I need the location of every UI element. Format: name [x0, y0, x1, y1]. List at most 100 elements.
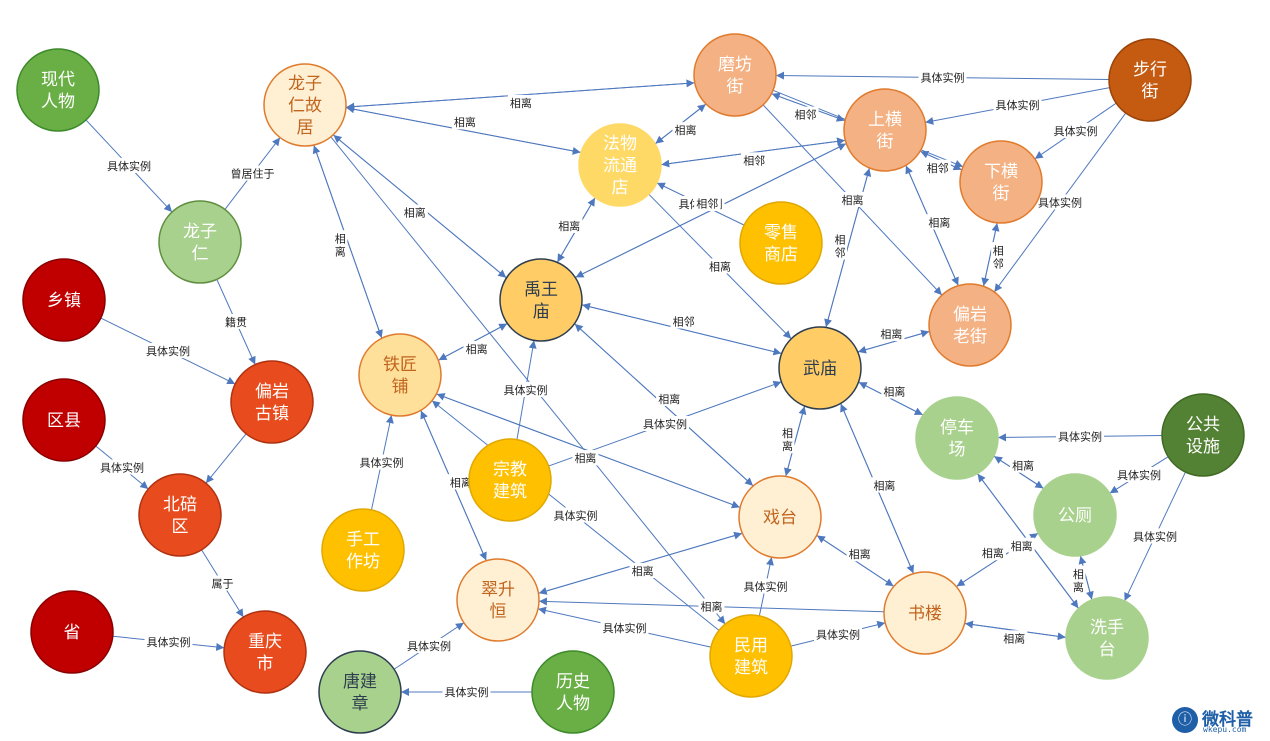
- edge-wumiao-to-yuwangmiao: [581, 302, 782, 354]
- node-circle: [778, 326, 862, 410]
- node-label: 北碚: [163, 495, 197, 515]
- edge-label: 具体实例: [1058, 430, 1102, 444]
- edge-label-group: 具体实例: [551, 507, 600, 523]
- node-label: 老街: [953, 327, 987, 347]
- node-label: 武庙: [803, 359, 837, 379]
- node-circle: [1065, 596, 1149, 680]
- node-circle: [318, 650, 402, 734]
- edge-label: 曾居住于: [231, 167, 275, 181]
- edge-label-group: 相邻: [924, 159, 951, 175]
- edge-xitai-to-wumiao: [785, 406, 807, 477]
- node-label: 省: [64, 623, 81, 643]
- edge-label-group: 相邻: [991, 242, 1006, 271]
- edge-label-group: 相离: [926, 214, 953, 230]
- edge-label: 相离: [842, 193, 864, 207]
- edge-fawu-to-longzi_guju: [346, 105, 581, 153]
- node-circle: [1033, 473, 1117, 557]
- brand-logo: ⓘ 微科普 wkepu.com: [1172, 703, 1262, 737]
- node-label: 翠升: [481, 580, 515, 600]
- edge-label: 相邻: [743, 154, 765, 167]
- node-circle: [16, 48, 100, 132]
- node-circle: [22, 258, 106, 342]
- node-label: 区: [172, 517, 189, 537]
- edge-label: 具体实例: [146, 344, 190, 358]
- node-label: 街: [877, 132, 894, 152]
- edge-label: 相: [834, 234, 845, 247]
- edge-label: 具体实例: [360, 456, 404, 470]
- node-label: 唐建: [343, 671, 377, 692]
- node-label: 设施: [1186, 437, 1220, 457]
- node-label: 偏岩: [953, 305, 987, 325]
- node-circle: [531, 650, 615, 734]
- edge-label: 相离: [709, 260, 731, 274]
- edge-label-group: 相离: [878, 326, 905, 342]
- node-label: 禹王: [524, 280, 558, 300]
- node-label: 街: [993, 184, 1010, 204]
- node-label: 市: [257, 654, 274, 674]
- edge-label: 邻: [834, 247, 845, 260]
- node-label: 仁: [192, 244, 209, 264]
- edge-label-group: 相离: [881, 383, 908, 399]
- edge-label-group: 相离: [572, 450, 599, 466]
- node-circle: [928, 283, 1012, 367]
- node-label: 商店: [764, 245, 798, 265]
- node-label: 建筑: [493, 482, 527, 502]
- node-label: 龙子: [183, 222, 217, 242]
- node-xitai: 戏台: [738, 475, 822, 559]
- edge-label-group: 具体实例: [1056, 428, 1104, 444]
- edge-label: 具体实例: [407, 639, 451, 653]
- node-label: 法物: [603, 134, 637, 154]
- node-label: 台: [1099, 640, 1116, 660]
- edge-label-group: 具体实例: [405, 638, 453, 653]
- node-label: 乡镇: [47, 291, 81, 311]
- node-circle: [1108, 38, 1192, 122]
- node-circle: [456, 558, 540, 642]
- edge-label-group: 相离: [979, 545, 1006, 561]
- node-label: 民用: [734, 636, 768, 656]
- edge-label: 相离: [883, 384, 905, 398]
- brand-logo-icon: ⓘ: [1172, 707, 1198, 733]
- node-tangjianzhang: 唐建章: [318, 650, 402, 734]
- node-circle: [263, 63, 347, 147]
- node-xiaheng: 下横街: [959, 140, 1043, 224]
- node-label: 恒: [490, 602, 507, 622]
- nodes-layer: 现代人物龙子仁龙子仁故居乡镇偏岩古镇区县北碚区省重庆市铁匠铺手工作坊唐建章历史人…: [16, 33, 1245, 734]
- edge-label: 离: [782, 439, 793, 453]
- node-label: 铺: [392, 377, 409, 397]
- edge-label: 相离: [1003, 631, 1025, 645]
- edge-pianyan_guzhen-to-beibei: [205, 433, 247, 484]
- node-sheng: 省: [30, 590, 114, 674]
- edge-label-group: 具体实例: [144, 634, 193, 649]
- edge-label-group: 曾居住于: [228, 165, 277, 181]
- edge-label: 具体实例: [504, 383, 548, 397]
- edge-label: 具体实例: [816, 628, 860, 642]
- edge-label-group: 相离: [707, 258, 733, 274]
- node-label: 磨坊: [718, 55, 752, 75]
- edge-pianyan_laojie-to-xiaheng: [983, 223, 1000, 287]
- edge-label-group: 相离: [1071, 565, 1086, 594]
- edge-label: 相离: [450, 475, 472, 489]
- edge-label: 具体实例: [554, 509, 598, 523]
- edge-label-group: 具体实例: [741, 578, 790, 594]
- node-circle: [223, 610, 307, 694]
- edge-label-group: 相离: [839, 192, 866, 207]
- edge-label: 相离: [466, 342, 488, 356]
- edge-label-group: 具体实例: [105, 158, 153, 173]
- edge-label: 相离: [658, 392, 680, 406]
- node-label: 下横: [984, 162, 1018, 182]
- edge-label: 相: [782, 427, 793, 440]
- edge-label-group: 具体实例: [993, 97, 1042, 112]
- edge-label-group: 相离: [451, 114, 478, 130]
- edge-tingchechang-to-wumiao: [858, 381, 923, 416]
- edge-label: 籍贯: [225, 315, 247, 329]
- edge-label: 相离: [849, 547, 871, 561]
- edge-label: 相离: [928, 215, 950, 229]
- brand-name: 微科普: [1202, 710, 1253, 730]
- edge-label-group: 相离: [629, 562, 656, 578]
- edge-label: 具体实例: [1038, 196, 1082, 210]
